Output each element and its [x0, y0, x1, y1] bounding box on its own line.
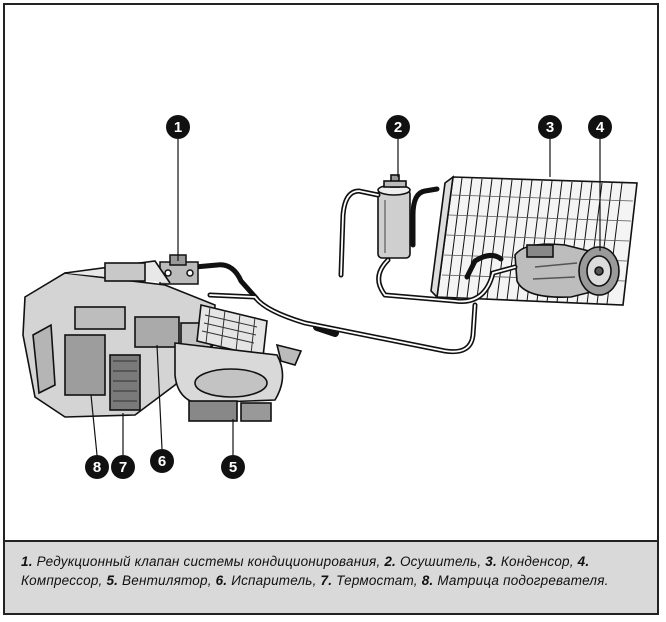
callout-2: 2 [386, 115, 410, 139]
callout-8: 8 [85, 455, 109, 479]
caption-num-8: 8. [421, 573, 434, 588]
caption-text-8: Матрица подогревателя. [433, 573, 609, 588]
caption-text-5: Вентилятор, [118, 573, 216, 588]
blower-drawing [174, 342, 303, 422]
callout-1-label: 1 [174, 119, 182, 136]
figure-frame: 1 2 3 4 5 6 7 8 1. Реду [3, 3, 659, 615]
caption-text-2: Осушитель, [396, 554, 486, 569]
caption-num-6: 6. [215, 573, 228, 588]
callout-7-label: 7 [119, 459, 127, 476]
caption-num-7: 7. [320, 573, 333, 588]
caption-text-4: Компрессор, [21, 573, 107, 588]
callout-1: 1 [166, 115, 190, 139]
callout-5-label: 5 [229, 459, 237, 476]
callout-2-label: 2 [394, 119, 402, 136]
callout-7: 7 [111, 455, 135, 479]
callout-3: 3 [538, 115, 562, 139]
callout-4: 4 [588, 115, 612, 139]
caption-num-3: 3. [485, 554, 497, 569]
callout-5: 5 [221, 455, 245, 479]
caption-num-4: 4. [577, 554, 590, 569]
callout-6: 6 [150, 449, 174, 473]
ac-system-illustration: 1 2 3 4 5 6 7 8 [22, 115, 638, 479]
figure-caption: 1. Редукционный клапан системы кондицион… [5, 540, 657, 613]
caption-text-6: Испаритель, [227, 573, 321, 588]
callout-6-label: 6 [158, 453, 166, 470]
leader-lines [90, 139, 601, 456]
caption-text-3: Конденсор, [496, 554, 578, 569]
callout-3-label: 3 [546, 119, 554, 136]
caption-num-5: 5. [106, 573, 119, 588]
callout-8-label: 8 [93, 459, 101, 476]
receiver-drier-drawing [377, 174, 411, 259]
caption-num-2: 2. [384, 554, 397, 569]
caption-text-7: Термостат, [332, 573, 422, 588]
caption-text-1: Редукционный клапан системы кондициониро… [32, 554, 385, 569]
caption-num-1: 1. [21, 554, 33, 569]
callout-4-label: 4 [596, 119, 605, 136]
hvac-housing-drawing [22, 260, 216, 418]
compressor-drawing [514, 243, 620, 298]
evaporator-drawing [196, 304, 268, 358]
